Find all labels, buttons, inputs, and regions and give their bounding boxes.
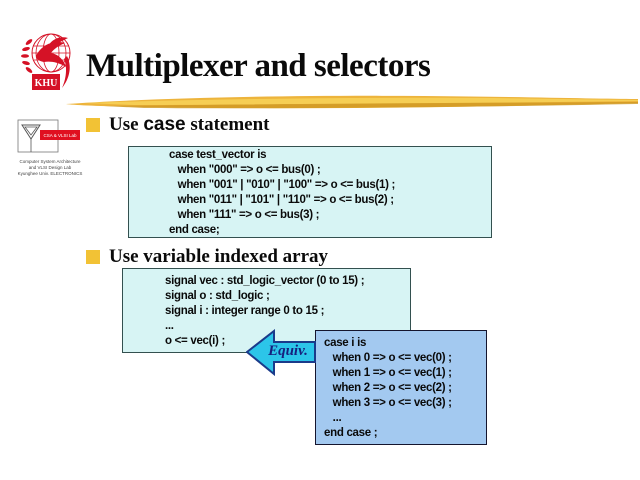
bullet-use-variable-indexed-array: Use variable indexed array (86, 246, 328, 268)
bullet1-pre: Use (109, 114, 144, 135)
khu-logo-text: KHU (35, 78, 58, 89)
title-underline-swoosh (64, 91, 640, 118)
lab-caption-line3: Kyunghee Univ. ELECTRONICS (18, 171, 83, 176)
left-arrow-icon (245, 328, 316, 377)
bullet1-label: Use case statement (109, 114, 269, 136)
bullet1-post: statement (185, 114, 270, 135)
lab-symbol-icon: CSA & VLSI Lab Computer System Architect… (17, 119, 83, 176)
page-title: Multiplexer and selectors (86, 48, 431, 84)
lab-caption-line2: and VLSI Design Lab (29, 165, 72, 170)
lab-logo: CSA & VLSI Lab Computer System Architect… (12, 118, 90, 183)
equivalence-arrow: Equiv. (245, 328, 316, 377)
bullet1-keyword: case (143, 114, 186, 135)
lab-caption-line1: Computer System Architecture (19, 159, 81, 164)
code-box-equivalent-case: case i is when 0 => o <= vec(0) ; when 1… (315, 330, 487, 445)
bullet2-label: Use variable indexed array (109, 246, 329, 267)
bullet-use-case-statement: Use case statement (86, 114, 269, 136)
bullet-square-icon (86, 250, 100, 264)
khu-globe-icon: KHU (21, 33, 71, 90)
lab-badge-text: CSA & VLSI Lab (43, 133, 77, 138)
equiv-label: Equiv. (268, 343, 308, 359)
khu-university-logo: KHU (20, 26, 78, 99)
bullet-square-icon (86, 118, 100, 132)
code-box-case-statement: case test_vector is when "000" => o <= b… (128, 146, 492, 238)
